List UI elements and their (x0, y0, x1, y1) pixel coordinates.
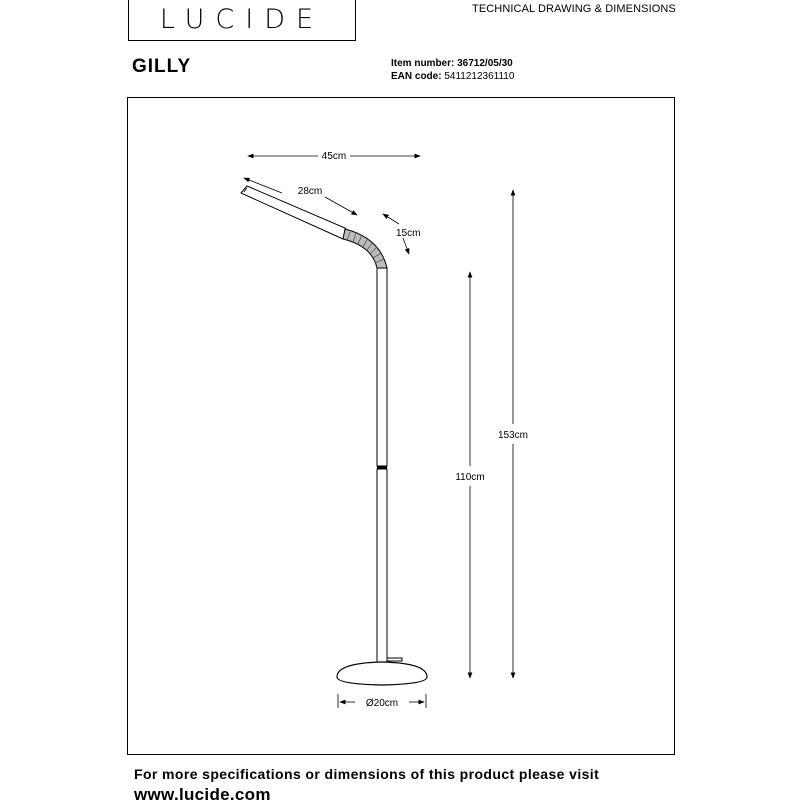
product-meta: Item number: 36712/05/30 EAN code: 54112… (391, 57, 514, 83)
arm-dimension-line-left (243, 177, 283, 194)
item-number-label: Item number: (391, 58, 455, 69)
stem-joint (377, 466, 387, 469)
lamp-base (336, 661, 428, 686)
lamp-head (240, 185, 351, 240)
upper-stem (376, 267, 388, 467)
product-name: GILLY (132, 56, 192, 77)
brand-logo: LUCIDE (128, 0, 356, 44)
flex-dimension-arrow-bottom (402, 237, 410, 255)
item-number-row: Item number: 36712/05/30 (391, 57, 514, 70)
ean-row: EAN code: 5411212361110 (391, 70, 514, 83)
gooseneck (342, 228, 388, 269)
total-height-label: 153cm (498, 430, 528, 441)
ean-label: EAN code: (391, 71, 442, 82)
total-width-label: 45cm (322, 151, 346, 162)
stem-height-label: 110cm (455, 472, 484, 483)
flex-dimension-arrow-top (382, 213, 400, 225)
footer-text: For more specifications or dimensions of… (134, 766, 600, 782)
drawing-frame (127, 97, 675, 755)
foot-switch (387, 657, 403, 662)
arm-dimension-line-right (324, 196, 358, 216)
logo-text: LUCIDE (159, 4, 325, 35)
arm-length-label: 28cm (298, 186, 322, 197)
lower-stem (376, 468, 388, 663)
document-type: TECHNICAL DRAWING & DIMENSIONS (472, 3, 676, 15)
logo-frame (128, 0, 356, 41)
flex-length-label: 15cm (396, 228, 420, 239)
ean-value: 5411212361110 (444, 71, 515, 82)
website-link[interactable]: www.lucide.com (134, 785, 271, 804)
base-diameter-label: Ø20cm (366, 698, 398, 709)
item-number-value: 36712/05/30 (457, 58, 513, 69)
